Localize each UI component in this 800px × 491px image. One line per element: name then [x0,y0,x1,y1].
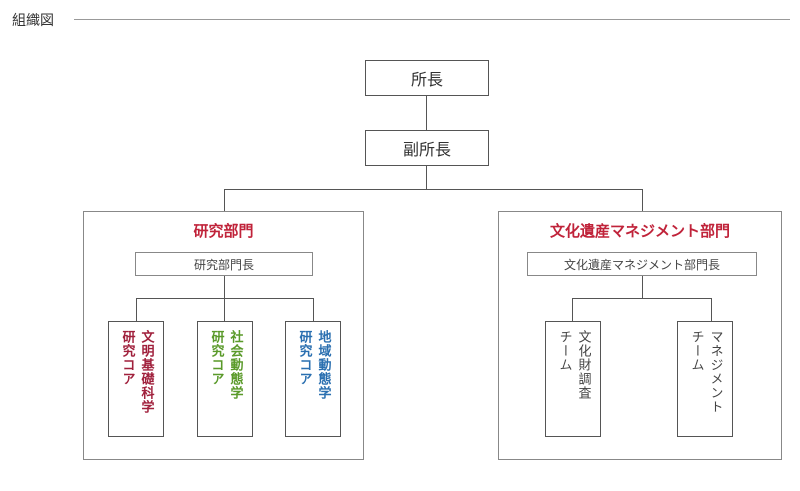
research-division-head-label: 研究部門長 [193,257,254,272]
director-label: 所長 [410,70,443,89]
connector-to-research [224,189,225,211]
page-heading: 組織図 [12,13,54,29]
connector-branch [224,189,643,190]
research-core-regional-dynamics: 地域動態学 研究コア [285,321,341,437]
heritage-division-panel: 文化遺産マネジメント部門 [498,211,782,460]
research-cores-branch [136,298,314,299]
research-core-1-connector [136,298,137,321]
heritage-division-head-box: 文化遺産マネジメント部門長 [527,252,757,276]
connector-deputy-down [426,166,427,189]
heritage-division-head-label: 文化遺産マネジメント部門長 [563,257,720,272]
research-core-regional-dynamics-line2: 研究コア [296,330,312,386]
research-division-title: 研究部門 [193,222,254,240]
director-box: 所長 [365,60,489,96]
heritage-division-title: 文化遺産マネジメント部門 [549,222,730,240]
heritage-team-2-connector [711,298,712,321]
research-core-civilization: 文明基礎科学 研究コア [108,321,164,437]
heritage-team-1-connector [572,298,573,321]
research-core-social-dynamics: 社会動態学 研究コア [197,321,253,437]
heritage-team-survey: 文化財調査 チーム [545,321,601,437]
connector-to-heritage [642,189,643,211]
heritage-teams-branch [572,298,712,299]
research-core-3-connector [313,298,314,321]
research-core-2-connector [224,298,225,321]
heritage-team-survey-line2: チーム [556,330,572,372]
heritage-head-connector [642,276,643,298]
heading-rule [74,19,790,20]
heritage-team-management-line2: チーム [688,330,704,372]
heritage-team-management-line1: マネジメント [707,330,723,414]
deputy-director-label: 副所長 [402,140,451,159]
research-core-civilization-line1: 文明基礎科学 [138,330,154,414]
research-core-social-dynamics-line2: 研究コア [208,330,224,386]
deputy-director-box: 副所長 [365,130,489,166]
research-core-civilization-line2: 研究コア [119,330,135,386]
heritage-team-management: マネジメント チーム [677,321,733,437]
heritage-team-survey-line1: 文化財調査 [575,330,591,400]
research-division-head-box: 研究部門長 [135,252,313,276]
research-core-regional-dynamics-line1: 地域動態学 [315,330,331,400]
research-core-social-dynamics-line1: 社会動態学 [227,330,243,400]
connector-director-deputy [426,96,427,130]
research-head-connector [224,276,225,298]
